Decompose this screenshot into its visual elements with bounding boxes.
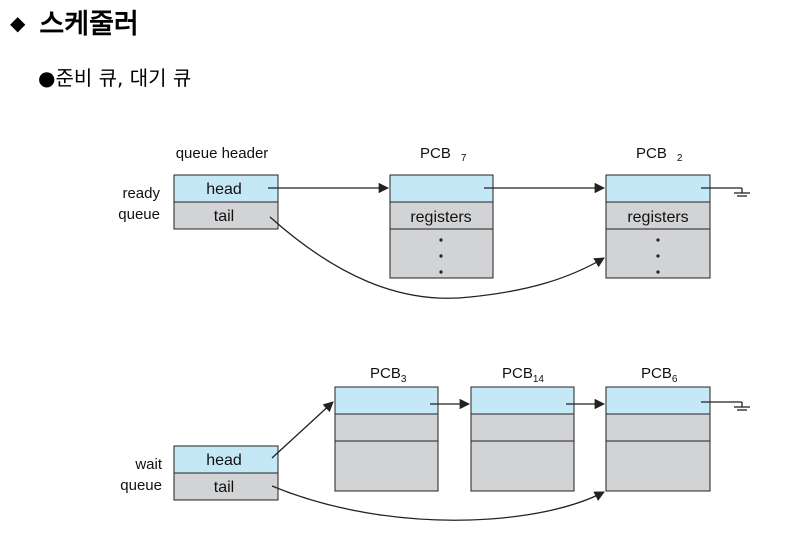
pcb-body-cell: [389, 228, 494, 279]
wait-head-label: head: [206, 452, 242, 469]
ready-tail-arrow: [269, 216, 605, 299]
ellipsis-dot: [439, 270, 443, 274]
pcb-header-cell: [605, 174, 711, 203]
diamond-bullet-icon: ◆: [10, 11, 26, 35]
circle-bullet-icon: ●: [38, 66, 56, 90]
null-ground-icon: [701, 401, 750, 411]
pcb-header-cell: [389, 174, 494, 203]
null-ground-icon: [701, 187, 750, 197]
ready-queue-header: head tail: [173, 174, 279, 230]
ellipsis-dot: [439, 254, 443, 258]
pcb-header-cell: [605, 386, 711, 415]
ready-head-label: head: [206, 181, 242, 198]
queue-header-label: queue header: [176, 145, 269, 162]
wait-tail-arrow: [271, 485, 605, 521]
section-subtitle: ●준비 큐, 대기 큐: [38, 62, 191, 91]
pcb-registers-label: registers: [627, 209, 688, 226]
wait-queue-label-line1: wait: [134, 456, 163, 473]
pcb-body-cell: [605, 440, 711, 492]
ready-tail-cell: [173, 201, 279, 230]
pcb-registers-cell: [389, 201, 494, 230]
wait-head-arrow: [271, 401, 334, 459]
pcb-body-cell: [605, 228, 711, 279]
wait-queue-header: head tail: [173, 445, 279, 501]
wait-pcb-14: PCB14: [470, 365, 575, 492]
ellipsis-dot: [439, 238, 443, 242]
ellipsis-dot: [656, 254, 660, 258]
pcb-registers-label: registers: [410, 209, 471, 226]
ellipsis-dot: [656, 238, 660, 242]
ready-tail-label: tail: [214, 208, 234, 225]
pcb-registers-cell: [605, 413, 711, 442]
ellipsis-dot: [656, 270, 660, 274]
pcb-registers-cell: [470, 413, 575, 442]
pcb-registers-cell: [334, 413, 439, 442]
page-title-text: 스케줄러: [39, 9, 139, 40]
wait-queue-label-line2: queue: [120, 477, 162, 494]
pcb-body-cell: [334, 440, 439, 492]
wait-head-cell: [173, 445, 279, 474]
wait-pcb-3: PCB3: [334, 365, 439, 492]
section-subtitle-text: 준비 큐, 대기 큐: [55, 66, 192, 90]
ready-queue-label-line2: queue: [118, 206, 160, 223]
pcb-name: PCB6: [641, 365, 678, 385]
ready-queue-label-line1: ready: [122, 185, 160, 202]
pcb-name: PCB3: [370, 365, 407, 385]
pcb-header-cell: [334, 386, 439, 415]
pcb-registers-cell: [605, 201, 711, 230]
wait-pcb-6: PCB6: [605, 365, 711, 492]
pcb-body-cell: [470, 440, 575, 492]
wait-tail-cell: [173, 472, 279, 501]
page-title: ◆ 스케줄러: [10, 2, 139, 41]
wait-tail-label: tail: [214, 479, 234, 496]
pcb-name: PCB14: [502, 365, 544, 385]
pcb-header-cell: [470, 386, 575, 415]
